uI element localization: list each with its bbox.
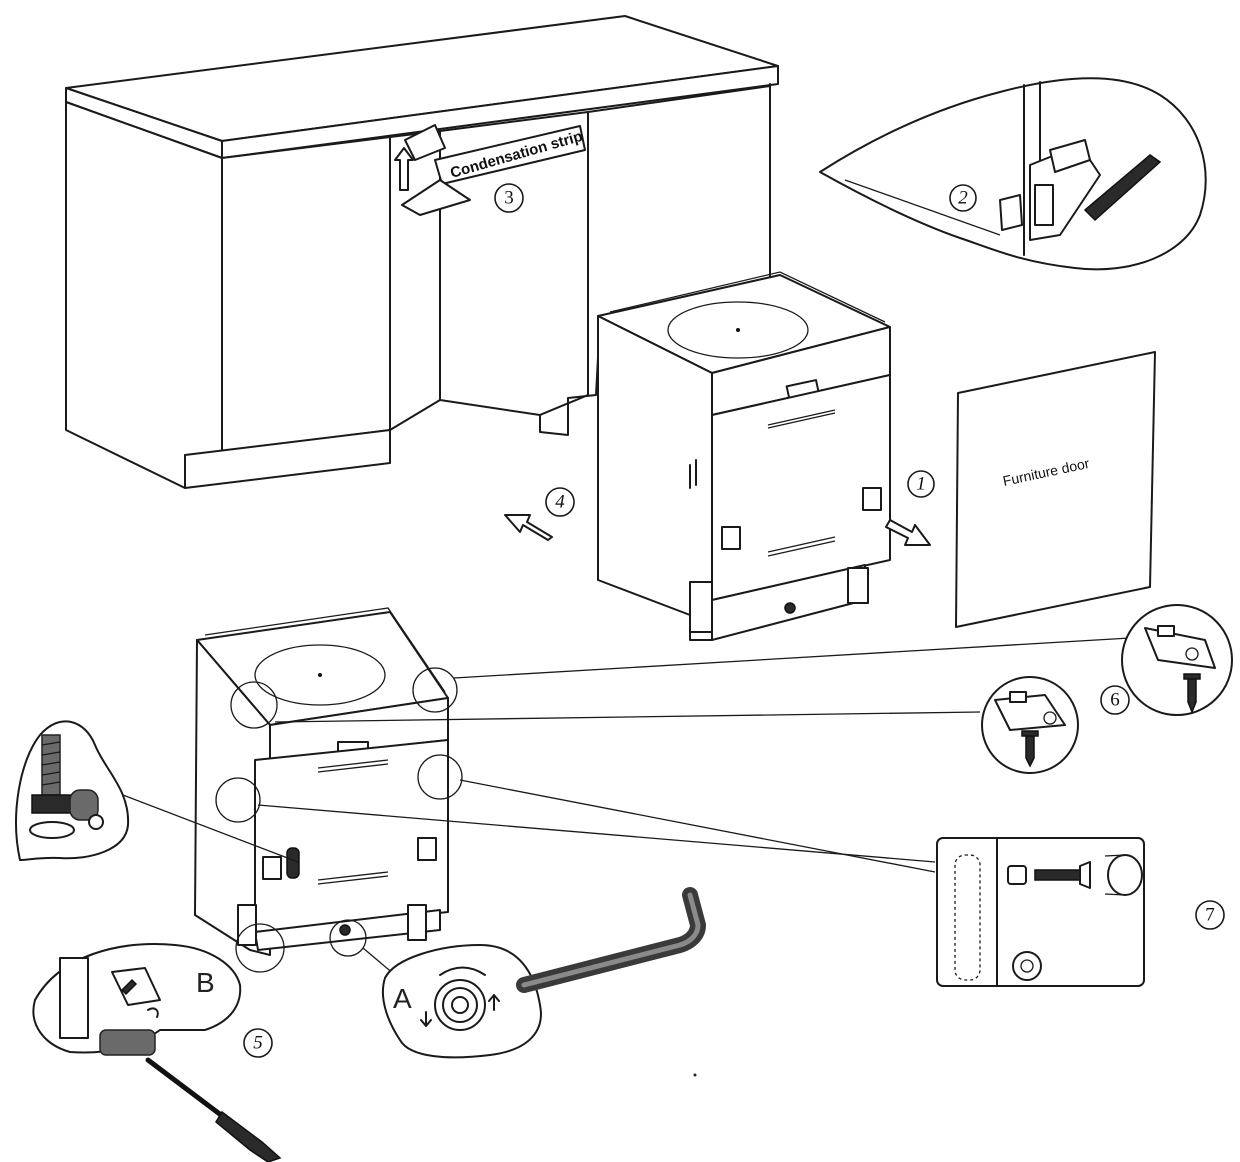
step-2-marker: 2 — [949, 184, 977, 212]
svg-text:A: A — [393, 983, 412, 1014]
svg-text:B: B — [196, 967, 215, 998]
detail-6-bracket-callout-b — [981, 676, 1079, 774]
step-1-marker: 1 — [907, 470, 935, 498]
stray-dot — [693, 1073, 697, 1077]
leader-lines — [109, 637, 1131, 976]
svg-text:6: 6 — [1110, 690, 1120, 711]
svg-text:2: 2 — [958, 188, 968, 209]
detail-b-callout — [32, 943, 242, 1056]
svg-text:3: 3 — [504, 188, 514, 209]
dishwasher-middle — [597, 271, 891, 641]
hex-key-wrench — [516, 887, 706, 993]
up-arrow-icon — [394, 147, 414, 191]
step-6-marker: 6 — [1100, 685, 1130, 715]
step-3-marker: 3 — [494, 183, 524, 213]
step-5-marker: 5 — [243, 1028, 273, 1058]
svg-text:4: 4 — [555, 492, 565, 513]
arrow-left-icon — [504, 514, 553, 541]
furniture-door-panel: Furniture door — [955, 351, 1156, 628]
down-arrow-icon — [420, 1011, 432, 1027]
step-4-marker: 4 — [545, 487, 575, 517]
kitchen-cabinet: Condensation strip — [65, 15, 779, 489]
detail-a-callout — [381, 944, 542, 1059]
letter-b-label: B — [196, 967, 215, 998]
arrow-right-icon — [885, 519, 931, 546]
dishwasher-bottom — [194, 607, 463, 973]
svg-text:5: 5 — [253, 1033, 263, 1054]
up-arrow-small-icon — [488, 994, 500, 1011]
svg-text:7: 7 — [1205, 905, 1215, 926]
step-7-marker: 7 — [1195, 900, 1225, 930]
svg-text:1: 1 — [916, 474, 926, 495]
screwdriver-icon — [145, 1057, 282, 1162]
adjustable-foot-callout — [15, 720, 130, 861]
letter-a-label: A — [393, 983, 412, 1014]
detail-6-bracket-callout-a — [1121, 604, 1233, 716]
detail-2-hinge-callout — [819, 77, 1207, 271]
detail-7-screw-callout — [936, 837, 1145, 987]
